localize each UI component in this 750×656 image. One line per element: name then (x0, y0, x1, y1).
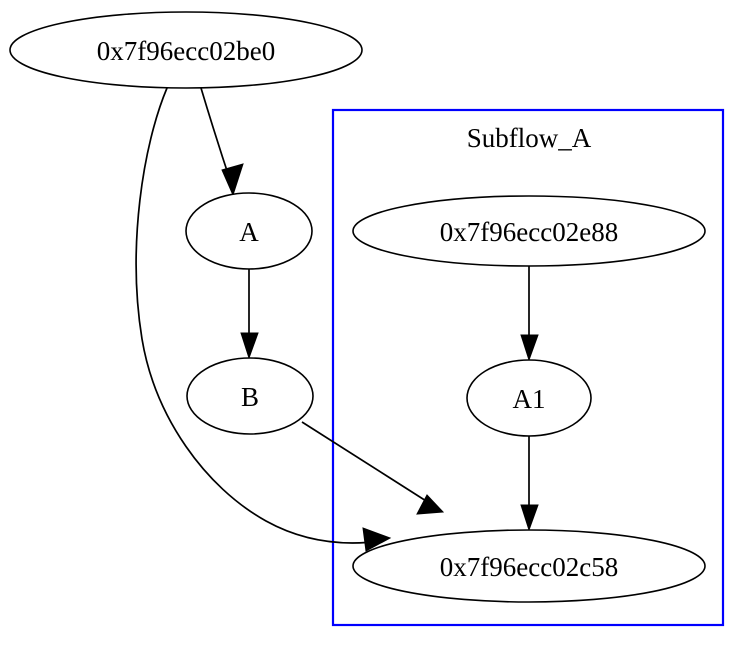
node-A[interactable]: A (185, 192, 313, 270)
edge-line (301, 421, 435, 507)
node-shape[interactable] (352, 529, 706, 603)
arrowhead-icon (520, 334, 539, 362)
edge-line (135, 87, 382, 544)
arrowhead-icon (416, 494, 445, 515)
node-label: A (239, 217, 259, 247)
cluster-subflow-a: Subflow_A (331, 108, 725, 627)
node-B[interactable]: B (186, 357, 314, 435)
node-label: 0x7f96ecc02be0 (97, 36, 275, 66)
edge-be0-c58 (135, 87, 392, 552)
clusters-layer: Subflow_A (331, 108, 725, 627)
node-be0[interactable]: 0x7f96ecc02be0 (9, 11, 363, 89)
edge-B-c58 (301, 421, 445, 515)
arrowhead-icon (240, 332, 259, 360)
node-A1[interactable]: A1 (466, 359, 592, 437)
cluster-border (331, 108, 725, 627)
node-label: B (241, 382, 259, 412)
edge-A1-c58 (520, 436, 539, 532)
arrowhead-icon (362, 527, 392, 552)
node-shape[interactable] (186, 357, 314, 435)
node-e88[interactable]: 0x7f96ecc02e88 (352, 195, 706, 267)
edge-e88-A1 (520, 266, 539, 362)
edge-A-B (240, 269, 259, 360)
node-label: A1 (513, 384, 546, 414)
arrowhead-icon (221, 163, 244, 197)
node-label: 0x7f96ecc02c58 (440, 552, 618, 582)
node-shape[interactable] (466, 359, 592, 437)
cluster-label: Subflow_A (467, 123, 592, 153)
arrowhead-icon (520, 504, 539, 532)
node-c58[interactable]: 0x7f96ecc02c58 (352, 529, 706, 603)
node-shape[interactable] (352, 195, 706, 267)
edges-layer (135, 87, 539, 552)
node-shape[interactable] (9, 11, 363, 89)
node-shape[interactable] (185, 192, 313, 270)
node-label: 0x7f96ecc02e88 (440, 217, 618, 247)
edge-be0-A (200, 87, 244, 197)
